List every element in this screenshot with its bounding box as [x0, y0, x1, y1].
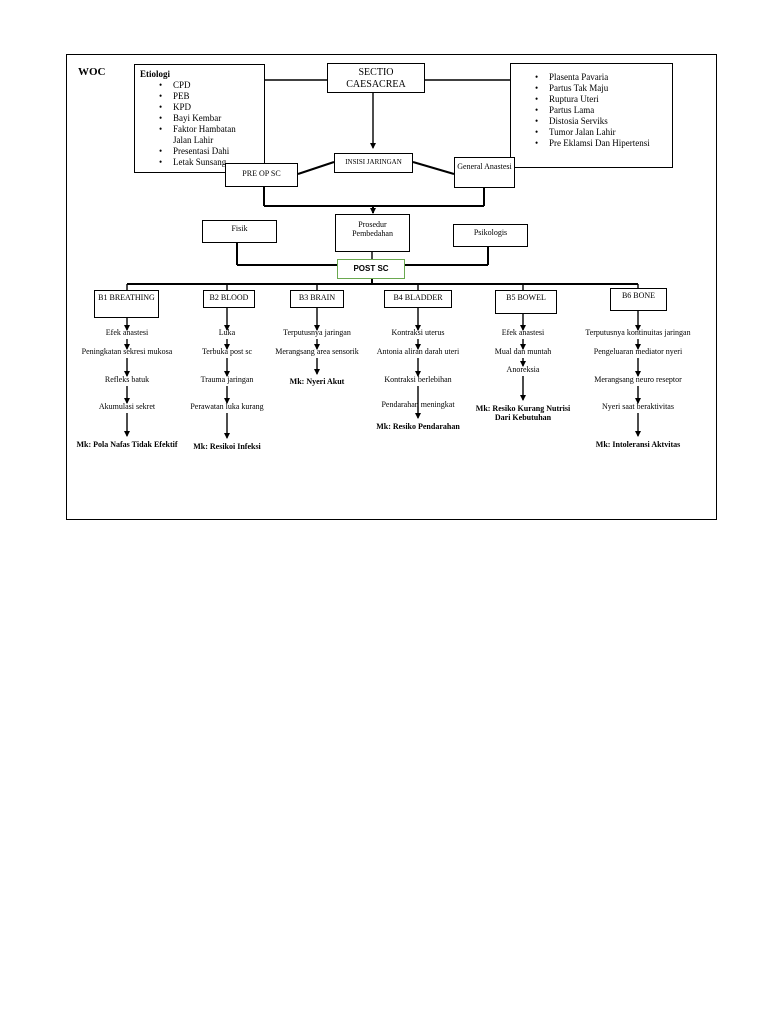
- step-text: Perawatan luka kurang: [190, 402, 264, 411]
- cause-item: Ruptura Uteri: [535, 94, 671, 105]
- step-text: Merangsang neuro reseptor: [594, 375, 682, 384]
- line-insisi-preop: [297, 161, 335, 175]
- general-anastesi-label: General Anastesi: [457, 162, 512, 171]
- diagnosis-result: Mk: Resiko Kurang Nutrisi Dari Kebutuhan: [475, 404, 571, 423]
- etiologi-item: PEB: [159, 91, 263, 102]
- body-system-label: B1 BREATHING: [98, 293, 155, 302]
- step-text: Nyeri saat beraktivitas: [602, 402, 674, 411]
- page-title: WOC: [78, 66, 106, 78]
- psikologis-box: Psikologis: [453, 224, 528, 247]
- etiologi-item: CPD: [159, 80, 263, 91]
- etiologi-list: CPD PEB KPD Bayi Kembar Faktor Hambatan …: [159, 80, 263, 168]
- etiologi-item: Bayi Kembar: [159, 113, 263, 124]
- cause-item: Partus Tak Maju: [535, 83, 671, 94]
- cause-item: Pre Eklamsi Dan Hipertensi: [535, 138, 671, 149]
- step-text: Kontraksi berlebihan: [384, 375, 452, 384]
- body-system-label: B3 BRAIN: [298, 293, 336, 302]
- sectio-label: SECTIO CAESACREA: [346, 67, 406, 90]
- prosedur-label: Prosedur Pembedahan: [352, 220, 393, 239]
- body-system-box: B3 BRAIN: [290, 290, 344, 308]
- body-system-label: B6 BONE: [621, 291, 656, 300]
- body-system-label: B5 BOWEL: [506, 293, 546, 302]
- step-text: Pengeluaran mediator nyeri: [593, 347, 683, 356]
- step-text: Luka: [218, 328, 236, 337]
- prosedur-box: Prosedur Pembedahan: [335, 214, 410, 252]
- cause-item: Distosia Serviks: [535, 116, 671, 127]
- etiologi-box: Etiologi CPD PEB KPD Bayi Kembar Faktor …: [134, 64, 265, 173]
- diagnosis-result: Mk: Nyeri Akut: [289, 377, 345, 386]
- cause-item: Tumor Jalan Lahir: [535, 127, 671, 138]
- step-text: Merangsang area sensorik: [275, 347, 359, 356]
- insisi-label: INSISI JARINGAN: [345, 158, 402, 166]
- etiologi-item: Presentasi Dahi: [159, 146, 263, 157]
- post-sc-label: POST SC: [353, 264, 389, 273]
- body-system-box: B2 BLOOD: [203, 290, 255, 308]
- diagram-frame: [66, 54, 717, 520]
- body-system-box: B5 BOWEL: [495, 290, 557, 314]
- step-text: Pendarahan meningkat: [381, 400, 455, 409]
- line-insisi-general: [412, 161, 455, 175]
- cause-item: Partus Lama: [535, 105, 671, 116]
- body-system-label: B4 BLADDER: [393, 293, 443, 302]
- step-text: Kontraksi uterus: [391, 328, 445, 337]
- diagnosis-result: Mk: Resiko Pendarahan: [376, 422, 460, 431]
- step-text: Terputusnya jaringan: [283, 328, 351, 337]
- step-text: Terputusnya kontinuitas jaringan: [585, 328, 691, 337]
- pre-op-box: PRE OP SC: [225, 163, 298, 187]
- step-text: Anoreksia: [506, 365, 540, 374]
- post-sc-box: POST SC: [337, 259, 405, 279]
- step-text: Trauma jaringan: [200, 375, 254, 384]
- step-text: Terbuka post sc: [201, 347, 253, 356]
- fisik-label: Fisik: [231, 224, 248, 233]
- step-text: Akumulasi sekret: [98, 402, 156, 411]
- etiologi-item: Letak Sunsang: [159, 157, 263, 168]
- cause-item: Plasenta Pavaria: [535, 72, 671, 83]
- step-text: Efek anastesi: [501, 328, 545, 337]
- etiologi-heading: Etiologi: [140, 69, 171, 79]
- psikologis-label: Psikologis: [473, 228, 508, 237]
- step-text: Antonia aliran darah uteri: [376, 347, 460, 356]
- body-system-box: B6 BONE: [610, 288, 667, 311]
- etiologi-item: Faktor Hambatan Jalan Lahir: [159, 124, 249, 146]
- step-text: Refleks batuk: [104, 375, 150, 384]
- diagnosis-result: Mk: Resikoi Infeksi: [193, 442, 261, 451]
- insisi-box: INSISI JARINGAN: [334, 153, 413, 173]
- diagnosis-result: Mk: Intoleransi Aktvitas: [595, 440, 681, 449]
- body-system-box: B1 BREATHING: [94, 290, 159, 318]
- step-text: Mual dan muntah: [494, 347, 552, 356]
- step-text: Peningkatan sekresi mukosa: [81, 347, 173, 356]
- step-text: Efek anastesi: [105, 328, 149, 337]
- etiologi-item: KPD: [159, 102, 263, 113]
- general-anastesi-box: General Anastesi: [454, 157, 515, 188]
- fisik-box: Fisik: [202, 220, 277, 243]
- pre-op-label: PRE OP SC: [242, 169, 281, 178]
- causes-list: Plasenta Pavaria Partus Tak Maju Ruptura…: [535, 72, 671, 149]
- body-system-box: B4 BLADDER: [384, 290, 452, 308]
- causes-box: Plasenta Pavaria Partus Tak Maju Ruptura…: [510, 63, 673, 168]
- diagnosis-result: Mk: Pola Nafas Tidak Efektif: [76, 440, 178, 449]
- body-system-label: B2 BLOOD: [209, 293, 249, 302]
- sectio-box: SECTIO CAESACREA: [327, 63, 425, 93]
